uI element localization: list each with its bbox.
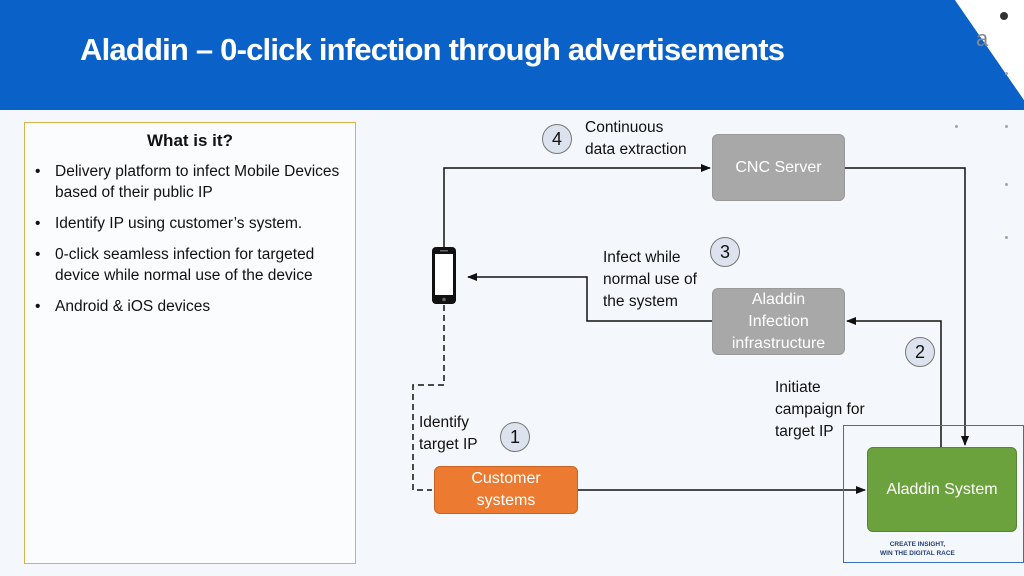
customer-systems-node: Customer systems <box>434 466 578 514</box>
node-label-line: Infection <box>748 312 809 330</box>
label-line: Initiate <box>775 379 821 396</box>
decor-dot-icon <box>1005 125 1008 128</box>
step-3-badge: 3 <box>710 237 740 267</box>
infection-infrastructure-node: Aladdin Infection infrastructure <box>712 288 845 355</box>
cnc-server-node: CNC Server <box>712 134 845 201</box>
label-line: Identify <box>419 414 469 431</box>
corner-dot-icon <box>1000 12 1008 20</box>
infra-to-phone-arrow <box>467 273 712 322</box>
label-line: the system <box>603 293 678 310</box>
step-2-label: Initiate campaign for target IP <box>775 377 865 443</box>
node-label-line: Customer <box>471 470 541 487</box>
cnc-to-system-arrow <box>845 167 969 446</box>
label-line: normal use of <box>603 271 697 288</box>
smartphone-icon <box>432 247 456 304</box>
bullet-item: 0-click seamless infection for targeted … <box>35 244 345 286</box>
tagline-line: CREATE INSIGHT, <box>889 541 946 548</box>
bullet-item: Android & iOS devices <box>35 296 345 317</box>
node-label: CNC Server <box>735 158 822 176</box>
node-label: Aladdin System <box>886 480 998 498</box>
header-banner <box>0 0 1024 110</box>
slide-header: Aladdin – 0-click infection through adve… <box>0 0 1024 110</box>
panel-heading: What is it? <box>147 131 233 150</box>
phone-customer-dashed-link <box>412 305 445 491</box>
decor-dot-icon <box>1005 236 1008 239</box>
bullet-item: Delivery platform to infect Mobile Devic… <box>35 161 345 203</box>
bullet-list: Delivery platform to infect Mobile Devic… <box>25 161 355 317</box>
node-label-line: Aladdin <box>751 290 806 308</box>
step-1-badge: 1 <box>500 422 530 452</box>
phone-to-cnc-arrow <box>443 164 711 248</box>
tagline-line: WIN THE DIGITAL RACE <box>880 550 955 557</box>
step-1-label: Identify target IP <box>419 412 478 456</box>
system-to-infra-arrow <box>846 317 942 447</box>
decor-dot-icon <box>1005 183 1008 186</box>
what-is-it-panel: What is it? Delivery platform to infect … <box>24 122 356 564</box>
label-line: campaign for <box>775 401 865 418</box>
brand-tagline: CREATE INSIGHT, WIN THE DIGITAL RACE <box>880 540 955 558</box>
node-label-line: infrastructure <box>731 334 826 352</box>
label-line: Continuous <box>585 119 664 136</box>
aladdin-system-node: Aladdin System <box>867 447 1017 532</box>
decor-dot-icon <box>955 125 958 128</box>
step-4-label: Continuous data extraction <box>585 117 687 161</box>
node-label-line: systems <box>476 492 536 509</box>
slide-title: Aladdin – 0-click infection through adve… <box>80 32 785 67</box>
step-2-badge: 2 <box>905 337 935 367</box>
label-line: target IP <box>775 423 834 440</box>
label-line: data extraction <box>585 141 687 158</box>
step-4-badge: 4 <box>542 124 572 154</box>
bullet-item: Identify IP using customer’s system. <box>35 213 345 234</box>
label-line: target IP <box>419 436 478 453</box>
label-line: Infect while <box>603 249 681 266</box>
decor-dot-icon <box>1005 72 1008 75</box>
logo-mark: a <box>976 26 989 51</box>
step-3-label: Infect while normal use of the system <box>603 247 697 313</box>
